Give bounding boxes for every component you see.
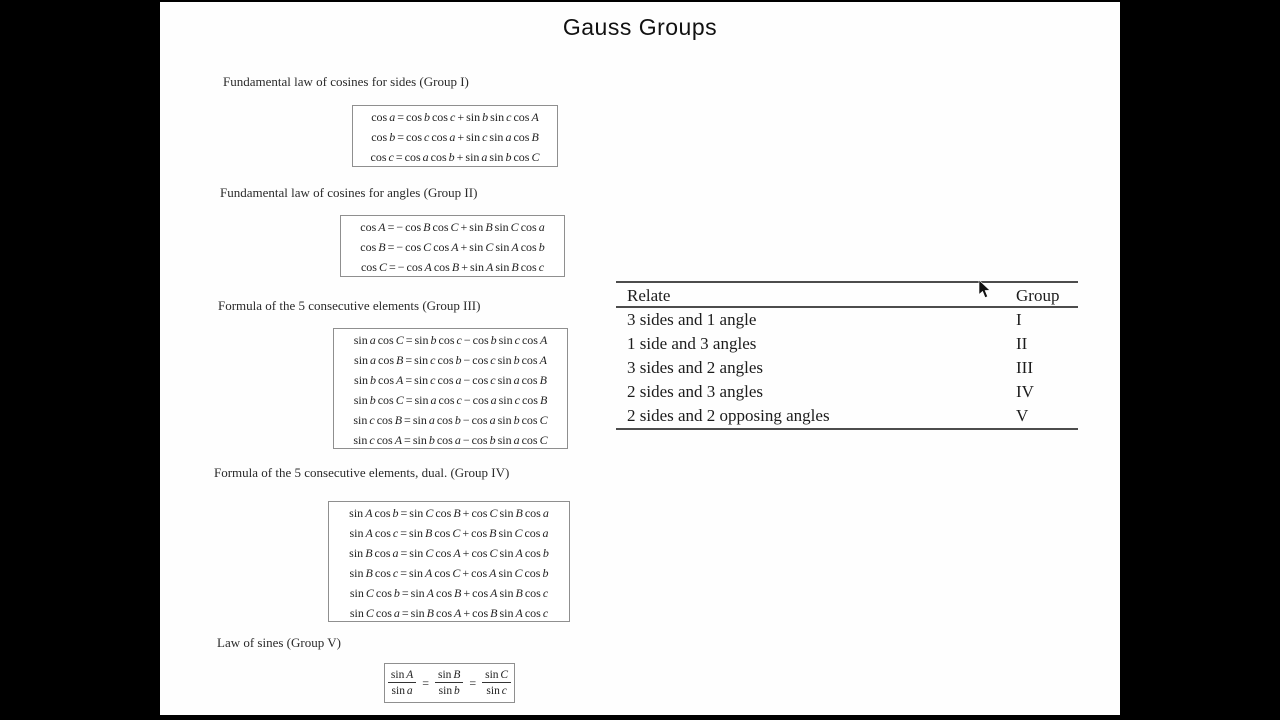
formula-line: sin c cos A = sin b cos a − cos b sin a …: [353, 433, 548, 447]
table-header-relate: Relate: [627, 286, 671, 305]
fraction-denominator: sin a: [391, 684, 413, 697]
formula-box-group-2: cos A = − cos B cos C + sin B sin C cos …: [340, 215, 565, 277]
formula-box-group-4: sin A cos b = sin C cos B + cos C sin B …: [328, 501, 570, 622]
formula-line: sin a cos B = sin c cos b − cos c sin b …: [354, 353, 547, 367]
formula-line: cos a = cos b cos c + sin b sin c cos A: [371, 110, 539, 124]
table-cell-group: II: [1016, 334, 1028, 353]
table-cell-relate: 2 sides and 2 opposing angles: [627, 406, 830, 425]
formula-line: cos b = cos c cos a + sin c sin a cos B: [371, 130, 539, 144]
table-header-group: Group: [1016, 286, 1060, 305]
formula-line: sin B cos c = sin A cos C + cos A sin C …: [349, 566, 549, 580]
formula-line: cos C = − cos A cos B + sin A sin B cos …: [360, 260, 545, 274]
table-cell-relate: 2 sides and 3 angles: [627, 382, 763, 401]
formula-line: sin A cos c = sin B cos C + cos B sin C …: [349, 526, 549, 540]
section-heading-group-3: Formula of the 5 consecutive elements (G…: [218, 298, 481, 313]
equals-sign: =: [422, 675, 430, 690]
table-row: 2 sides and 3 angles IV: [616, 380, 1078, 404]
table-cell-group: V: [1016, 406, 1029, 425]
formula-line: sin C cos b = sin A cos B + cos A sin B …: [349, 586, 549, 600]
relate-group-table: Relate Group 3 sides and 1 angle I 1 sid…: [616, 281, 1078, 430]
fraction: sin A sin a: [387, 668, 417, 699]
table-cell-relate: 3 sides and 2 angles: [627, 358, 763, 377]
section-heading-group-1: Fundamental law of cosines for sides (Gr…: [223, 74, 469, 89]
table-cell-group: III: [1016, 358, 1033, 377]
fraction-denominator: sin c: [486, 684, 507, 697]
fraction-numerator: sin B: [435, 668, 464, 683]
equals-sign: =: [469, 675, 477, 690]
table-row: 2 sides and 2 opposing angles V: [616, 404, 1078, 428]
formula-box-group-3: sin a cos C = sin b cos c − cos b sin c …: [333, 328, 568, 449]
table-header-row: Relate Group: [616, 283, 1078, 308]
section-heading-group-4: Formula of the 5 consecutive elements, d…: [214, 465, 510, 480]
table-row: 3 sides and 1 angle I: [616, 308, 1078, 332]
section-heading-group-5: Law of sines (Group V): [217, 635, 341, 650]
formula-line: sin a cos C = sin b cos c − cos b sin c …: [353, 333, 548, 347]
slide: Gauss Groups Fundamental law of cosines …: [160, 2, 1120, 715]
table-row: 1 side and 3 angles II: [616, 332, 1078, 356]
formula-line: sin c cos B = sin a cos b − cos a sin b …: [353, 413, 548, 427]
formula-line: cos c = cos a cos b + sin a sin b cos C: [370, 150, 540, 164]
table-cell-group: I: [1016, 310, 1022, 329]
formula-line: sin A cos b = sin C cos B + cos C sin B …: [349, 506, 549, 520]
table-row: 3 sides and 2 angles III: [616, 356, 1078, 380]
fraction-numerator: sin C: [482, 668, 512, 683]
formula-line: sin C cos a = sin B cos A + cos B sin A …: [349, 606, 549, 620]
formula-line: sin b cos C = sin a cos c − cos a sin c …: [353, 393, 548, 407]
formula-box-group-5: sin A sin a = sin B sin b = sin C sin c: [384, 663, 515, 703]
formula-line: cos A = − cos B cos C + sin B sin C cos …: [360, 220, 545, 234]
formula-box-group-1: cos a = cos b cos c + sin b sin c cos A …: [352, 105, 558, 167]
table-cell-group: IV: [1016, 382, 1034, 401]
formula-line: cos B = − cos C cos A + sin C sin A cos …: [360, 240, 545, 254]
formula-line: sin b cos A = sin c cos a − cos c sin a …: [354, 373, 547, 387]
fraction-denominator: sin b: [438, 684, 460, 697]
table-cell-relate: 1 side and 3 angles: [627, 334, 757, 353]
fraction: sin B sin b: [435, 668, 464, 699]
fraction: sin C sin c: [482, 668, 512, 699]
fraction-numerator: sin A: [387, 668, 417, 683]
page-title: Gauss Groups: [562, 14, 718, 40]
formula-line: sin B cos a = sin C cos A + cos C sin A …: [349, 546, 549, 560]
section-heading-group-2: Fundamental law of cosines for angles (G…: [220, 185, 478, 200]
table-cell-relate: 3 sides and 1 angle: [627, 310, 757, 329]
